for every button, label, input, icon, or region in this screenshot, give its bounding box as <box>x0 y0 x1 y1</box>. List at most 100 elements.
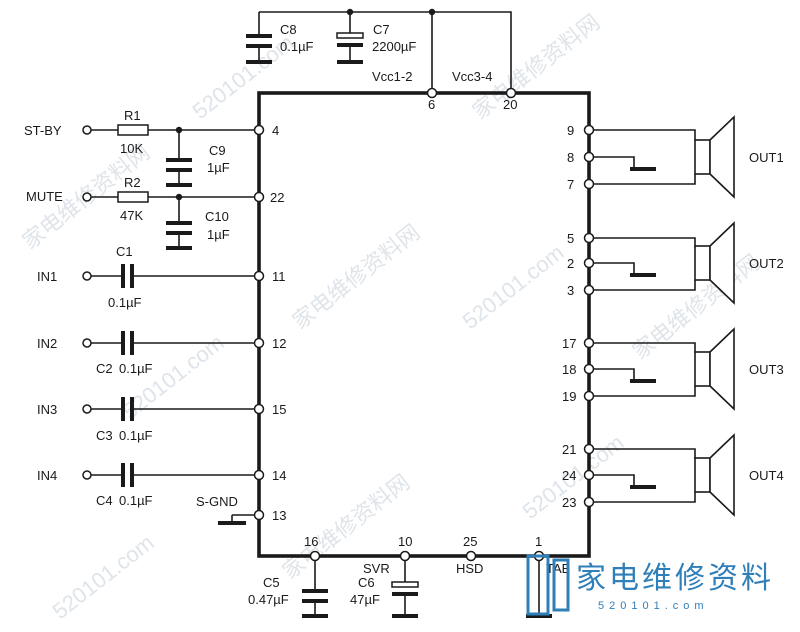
pin-12 <box>253 337 265 349</box>
pin-18 <box>583 363 595 375</box>
capacitor-c7 <box>336 32 364 39</box>
out4-label: OUT4 <box>749 468 784 483</box>
resistor-r2 <box>117 191 149 203</box>
speaker-cone-icon <box>709 433 735 517</box>
pin-17 <box>583 337 595 349</box>
logo-mark-icon <box>526 554 550 616</box>
pin-10 <box>399 550 411 562</box>
sgnd-label: S-GND <box>196 494 238 509</box>
watermark-cn: 家电维修资料网 <box>468 9 605 124</box>
pin5-number: 5 <box>567 231 574 246</box>
out2-label: OUT2 <box>749 256 784 271</box>
out1-label: OUT1 <box>749 150 784 165</box>
c1-ref: C1 <box>116 244 133 259</box>
c8-value: 0.1µF <box>280 39 314 54</box>
c6-ref: C6 <box>358 575 375 590</box>
watermark-url: 520101.com <box>48 530 159 624</box>
pin-15 <box>253 403 265 415</box>
site-logo: 家电维修资料 520101.com <box>526 554 771 616</box>
watermark-cn: 家电维修资料网 <box>288 219 425 334</box>
bottom-section: 16 C5 0.47µF 10 SVR C6 47µF 25 HSD 1 TAB <box>248 534 570 618</box>
pin-6 <box>426 87 438 99</box>
pin16-number: 16 <box>304 534 318 549</box>
watermark-layer: 家电维修资料网 520101.com 家电维修资料网 家电维修资料网 52010… <box>18 9 765 624</box>
capacitor-c6 <box>391 581 419 588</box>
r1-ref: R1 <box>124 108 141 123</box>
pin-4 <box>253 124 265 136</box>
c3-value: 0.1µF <box>119 428 153 443</box>
pin25-number: 25 <box>463 534 477 549</box>
pin22-number: 22 <box>270 190 284 205</box>
pin24-number: 24 <box>562 468 576 483</box>
pin-14 <box>253 469 265 481</box>
r1-value: 10K <box>120 141 143 156</box>
speaker-cone-icon <box>709 221 735 305</box>
r2-value: 47K <box>120 208 143 223</box>
in4-label: IN4 <box>37 468 57 483</box>
pin23-number: 23 <box>562 495 576 510</box>
c6-value: 47µF <box>350 592 380 607</box>
output-channel-2: 5 2 3 OUT2 <box>567 221 784 305</box>
speaker-icon <box>694 457 711 493</box>
in2-label: IN2 <box>37 336 57 351</box>
input-section: IN1 C1 0.1µF 11 IN2 C2 0.1µF 12 IN3 C3 0… <box>37 244 286 508</box>
standby-terminal <box>82 125 92 135</box>
tab-label: TAB <box>546 561 570 576</box>
pin-21 <box>583 443 595 455</box>
r2-ref: R2 <box>124 175 141 190</box>
pin7-number: 7 <box>567 177 574 192</box>
logo-url: 520101.com <box>598 600 709 612</box>
pin-5 <box>583 232 595 244</box>
vcc12-label: Vcc1-2 <box>372 69 412 84</box>
pin-9 <box>583 124 595 136</box>
pin-11 <box>253 270 265 282</box>
in1-terminal <box>82 271 92 281</box>
pin8-number: 8 <box>567 150 574 165</box>
pin3-number: 3 <box>567 283 574 298</box>
pin-19 <box>583 390 595 402</box>
watermark-url: 520101.com <box>458 240 569 334</box>
pin-23 <box>583 496 595 508</box>
c2-ref: C2 <box>96 361 113 376</box>
pin-25 <box>465 550 477 562</box>
pin14-number: 14 <box>272 468 286 483</box>
pin15-number: 15 <box>272 402 286 417</box>
c5-value: 0.47µF <box>248 592 289 607</box>
c9-value: 1µF <box>207 160 230 175</box>
speaker-icon <box>694 351 711 387</box>
c7-ref: C7 <box>373 22 390 37</box>
pin-22 <box>253 191 265 203</box>
mute-terminal <box>82 192 92 202</box>
standby-section: ST-BY R1 10K C9 1µF 4 <box>24 108 279 187</box>
pin-24 <box>583 469 595 481</box>
pin10-number: 10 <box>398 534 412 549</box>
svr-label: SVR <box>363 561 390 576</box>
pin-8 <box>583 151 595 163</box>
pin6-number: 6 <box>428 97 435 112</box>
logo-mark-icon <box>552 558 570 612</box>
pin9-number: 9 <box>567 123 574 138</box>
speaker-icon <box>694 245 711 281</box>
in1-label: IN1 <box>37 269 57 284</box>
pin19-number: 19 <box>562 389 576 404</box>
pin17-number: 17 <box>562 336 576 351</box>
ic-body <box>257 91 591 558</box>
c10-value: 1µF <box>207 227 230 242</box>
power-supply: C8 0.1µF C7 2200µF Vcc1-2 Vcc3-4 6 20 <box>246 8 517 112</box>
pin-13 <box>253 509 265 521</box>
pin-7 <box>583 178 595 190</box>
in3-terminal <box>82 404 92 414</box>
out3-label: OUT3 <box>749 362 784 377</box>
pin18-number: 18 <box>562 362 576 377</box>
output-channel-3: 17 18 19 OUT3 <box>562 327 784 411</box>
output-channel-1: 9 8 7 OUT1 <box>567 115 784 199</box>
output-section: 9 8 7 OUT1 5 2 3 OUT2 <box>562 115 784 517</box>
standby-label: ST-BY <box>24 123 62 138</box>
hsd-label: HSD <box>456 561 483 576</box>
pin-3 <box>583 284 595 296</box>
pin2-number: 2 <box>567 256 574 271</box>
pin12-number: 12 <box>272 336 286 351</box>
speaker-cone-icon <box>709 115 735 199</box>
pin4-number: 4 <box>272 123 279 138</box>
